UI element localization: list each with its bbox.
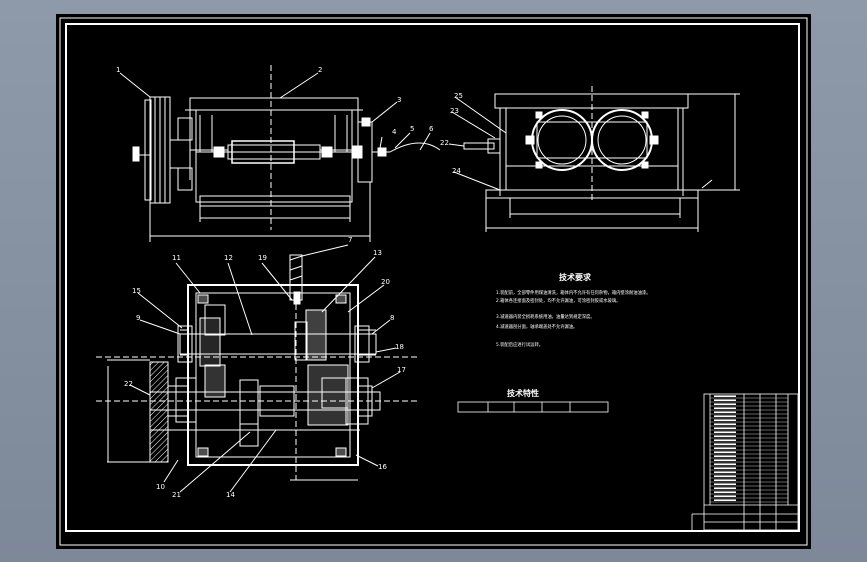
parts-row-text — [714, 427, 736, 429]
tech-note-1: 1.装配前，全部零件用煤油清洗，箱体内不允许有任何杂物，箱内壁涂耐油油漆。 — [496, 289, 651, 296]
parts-row-text — [714, 415, 736, 417]
callout-9: 9 — [136, 314, 140, 322]
parts-row-text — [714, 475, 736, 477]
plan-section — [96, 244, 420, 493]
tech-note-4: 4.减速器剖分面，轴承端盖处不允许漏油。 — [496, 323, 577, 330]
end-view-labels: 25 23 22 24 — [440, 92, 463, 175]
callout-20: 20 — [381, 278, 390, 286]
parts-row-text — [714, 399, 736, 401]
parts-row-text — [714, 471, 736, 473]
tech-note-5: 5.装配后应进行试运转。 — [496, 341, 543, 348]
callout-6: 6 — [429, 125, 434, 133]
drawing-sheet — [56, 14, 811, 549]
sheet-border-outer — [59, 17, 808, 546]
callout-19: 19 — [258, 254, 267, 262]
callout-1: 1 — [116, 66, 120, 74]
tech-requirements: 技术要求 1.装配前，全部零件用煤油清洗，箱体内不允许有任何杂物，箱内壁涂耐油油… — [496, 272, 651, 348]
parts-row-text — [714, 423, 736, 425]
callout-17: 17 — [397, 366, 406, 374]
callout-8: 8 — [390, 314, 394, 322]
callout-5: 5 — [410, 125, 414, 133]
callout-11: 11 — [172, 254, 181, 262]
callout-10: 10 — [156, 483, 165, 491]
tech-features: 技术特性 — [457, 388, 609, 413]
callout-4: 4 — [392, 128, 397, 136]
side-view — [119, 65, 441, 242]
callout-22-bottom: 22 — [124, 380, 133, 388]
parts-list-rows — [710, 395, 788, 503]
callout-24: 24 — [452, 167, 461, 175]
tech-requirements-title: 技术要求 — [559, 272, 592, 282]
parts-row-text — [714, 447, 736, 449]
callout-3: 3 — [397, 96, 401, 104]
callout-15: 15 — [132, 287, 141, 295]
parts-row-text — [714, 463, 736, 465]
callout-12: 12 — [224, 254, 233, 262]
sheet-border-inner — [65, 23, 800, 532]
callout-7: 7 — [348, 236, 352, 244]
parts-row-text — [714, 407, 736, 409]
parts-row-text — [714, 495, 736, 497]
parts-row-text — [714, 431, 736, 433]
tech-note-3: 3.减速器内装全损耗系统用油，油量达到规定深度。 — [496, 313, 595, 320]
parts-row-text — [714, 411, 736, 413]
callout-14: 14 — [226, 491, 235, 499]
parts-row-text — [714, 499, 736, 501]
parts-row-text — [714, 467, 736, 469]
parts-row-text — [714, 451, 736, 453]
parts-row-text — [714, 439, 736, 441]
callout-22-top: 22 — [440, 139, 449, 147]
parts-row-text — [714, 479, 736, 481]
parts-row-text — [714, 443, 736, 445]
end-view — [448, 86, 740, 232]
callout-16: 16 — [378, 463, 387, 471]
parts-row-text — [714, 403, 736, 405]
parts-row-text — [714, 459, 736, 461]
callout-13: 13 — [373, 249, 382, 257]
parts-row-text — [714, 487, 736, 489]
parts-row-text — [714, 419, 736, 421]
callout-25: 25 — [454, 92, 463, 100]
callout-23: 23 — [450, 107, 459, 115]
parts-row-text — [714, 491, 736, 493]
callout-2: 2 — [318, 66, 322, 74]
callout-21: 21 — [172, 491, 181, 499]
parts-row-text — [714, 435, 736, 437]
side-view-labels: 1 2 3 4 5 6 — [116, 66, 434, 136]
parts-row-text — [714, 455, 736, 457]
callout-18: 18 — [395, 343, 404, 351]
plan-section-labels: 7 11 12 19 13 20 15 9 8 18 17 22 16 10 2… — [124, 236, 406, 499]
tech-features-title: 技术特性 — [507, 388, 539, 398]
parts-row-text — [714, 395, 736, 397]
parts-row-text — [714, 483, 736, 485]
tech-note-2: 2.箱体各连接面及密封处，均不允许漏油，可涂密封胶或水玻璃。 — [496, 297, 620, 304]
